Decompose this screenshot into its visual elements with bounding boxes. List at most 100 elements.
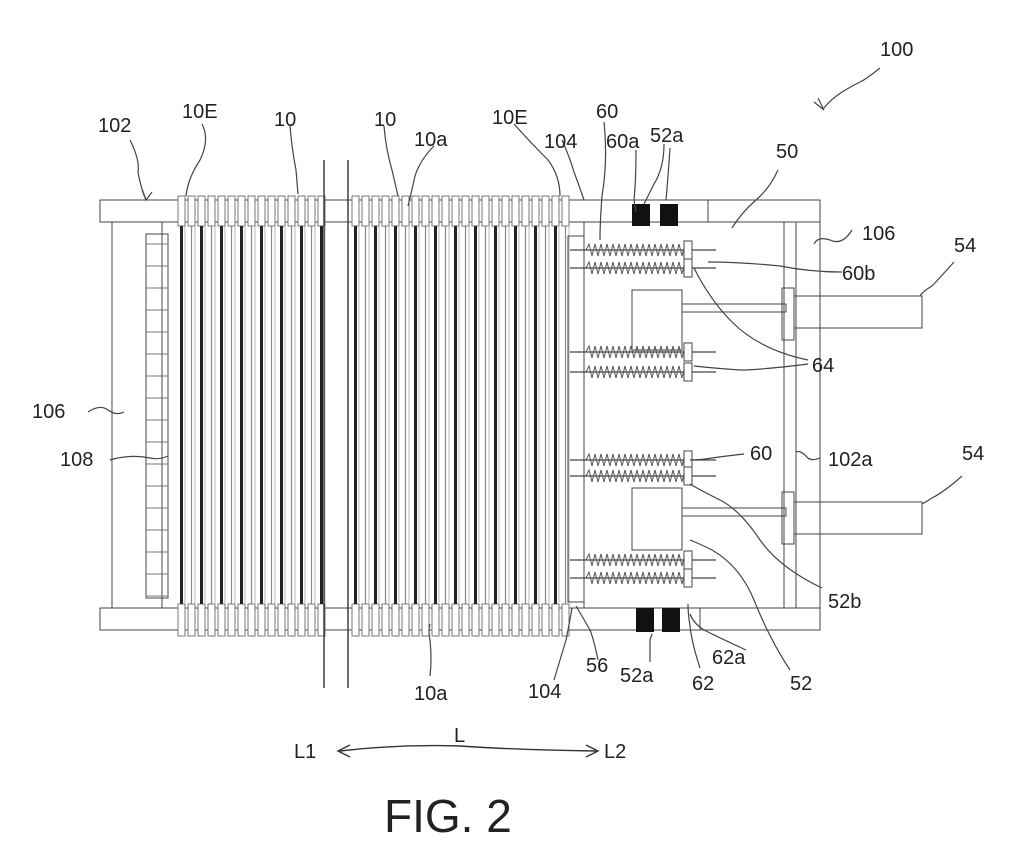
- cell-plate-top: [218, 196, 225, 226]
- cell-plate-bottom: [532, 604, 539, 636]
- label-106-top: 106: [862, 223, 895, 245]
- label-10a-top: 10a: [414, 129, 448, 151]
- spring-nut: [684, 551, 692, 569]
- cell-plate-bottom: [352, 604, 359, 636]
- cell-plate-bottom: [462, 604, 469, 636]
- cell-plate-top: [372, 196, 379, 226]
- cell-plate-bottom: [362, 604, 369, 636]
- cell-plate-top: [382, 196, 389, 226]
- pressure-plate-56: [568, 236, 584, 602]
- cell-plate-bottom: [552, 604, 559, 636]
- cell-plate-top: [198, 196, 205, 226]
- cell-plate-top: [512, 196, 519, 226]
- cell-plate-top: [532, 196, 539, 226]
- label-60a: 60a: [606, 131, 640, 153]
- label-104-top: 104: [544, 131, 577, 153]
- cell-plate-bottom: [308, 604, 315, 636]
- cell-plate-bottom: [502, 604, 509, 636]
- sensor-52a-bottom-1: [636, 608, 654, 632]
- cell-plate-bottom: [442, 604, 449, 636]
- reference-labels: 100 102 10E 10 10 10a 10E 104 60 60a 52a…: [32, 39, 984, 763]
- cell-plate-top: [452, 196, 459, 226]
- cell-plate-bottom: [218, 604, 225, 636]
- cell-plate-top: [502, 196, 509, 226]
- cell-plate-bottom: [492, 604, 499, 636]
- cell-plate-top: [228, 196, 235, 226]
- label-54-top: 54: [954, 235, 976, 257]
- cell-plate-bottom: [392, 604, 399, 636]
- springs-60: [570, 241, 716, 587]
- cell-plate-bottom: [278, 604, 285, 636]
- spring-nut: [684, 569, 692, 587]
- label-L: L: [454, 725, 465, 747]
- cell-plate-bottom: [288, 604, 295, 636]
- cell-plate-top: [308, 196, 315, 226]
- label-10-right: 10: [374, 109, 396, 131]
- label-54-mid: 54: [962, 443, 984, 465]
- cell-plate-bottom: [178, 604, 185, 636]
- cell-plate-bottom: [372, 604, 379, 636]
- cell-plate-bottom: [522, 604, 529, 636]
- label-106-left: 106: [32, 401, 65, 423]
- cell-plate-top: [522, 196, 529, 226]
- label-60b: 60b: [842, 263, 875, 285]
- label-104-bottom: 104: [528, 681, 561, 703]
- spring-nut: [684, 259, 692, 277]
- label-10-left: 10: [274, 109, 296, 131]
- label-100: 100: [880, 39, 913, 61]
- label-64: 64: [812, 355, 834, 377]
- spring-nut: [684, 363, 692, 381]
- cell-plate-top: [392, 196, 399, 226]
- cell-plate-top: [432, 196, 439, 226]
- cell-plate-top: [552, 196, 559, 226]
- cell-plate-bottom: [298, 604, 305, 636]
- cell-plate-bottom: [208, 604, 215, 636]
- case-50: [584, 222, 820, 608]
- label-62: 62: [692, 673, 714, 695]
- cell-plate-bottom: [258, 604, 265, 636]
- label-52a-bottom: 52a: [620, 665, 654, 687]
- cell-plate-top: [462, 196, 469, 226]
- cell-plate-top: [288, 196, 295, 226]
- cell-stack-right: [352, 196, 569, 636]
- label-102a: 102a: [828, 449, 873, 471]
- cell-plate-bottom: [432, 604, 439, 636]
- cell-plate-top: [278, 196, 285, 226]
- cell-plate-bottom: [238, 604, 245, 636]
- actuator-54-upper: [682, 288, 922, 340]
- cell-stack-left: [178, 196, 325, 636]
- label-60-top: 60: [596, 101, 618, 123]
- label-L1: L1: [294, 741, 316, 763]
- label-50: 50: [776, 141, 798, 163]
- sensor-52a-bottom-2: [662, 608, 680, 632]
- cell-plate-bottom: [512, 604, 519, 636]
- label-10a-bottom: 10a: [414, 683, 448, 705]
- left-end-plate-106: [112, 222, 168, 608]
- inner-block-upper: [632, 290, 682, 350]
- cell-plate-bottom: [382, 604, 389, 636]
- cell-plate-bottom: [472, 604, 479, 636]
- cell-plate-top: [492, 196, 499, 226]
- cell-plate-top: [208, 196, 215, 226]
- cell-plate-bottom: [482, 604, 489, 636]
- spring-nut: [684, 467, 692, 485]
- cell-plate-top: [248, 196, 255, 226]
- cell-plate-top: [422, 196, 429, 226]
- cell-plate-top: [268, 196, 275, 226]
- figure-caption: FIG. 2: [384, 790, 512, 842]
- cell-plate-bottom: [228, 604, 235, 636]
- label-52b: 52b: [828, 591, 861, 613]
- cell-plate-top: [542, 196, 549, 226]
- cell-plate-top: [472, 196, 479, 226]
- cell-plate-bottom: [188, 604, 195, 636]
- cell-plate-bottom: [452, 604, 459, 636]
- cell-plate-top: [562, 196, 569, 226]
- direction-arrow-L: [338, 745, 598, 757]
- sensor-52a-top-2: [660, 204, 678, 226]
- actuator-54-lower: [682, 492, 922, 544]
- label-60-mid: 60: [750, 443, 772, 465]
- cell-plate-top: [178, 196, 185, 226]
- cell-plate-top: [402, 196, 409, 226]
- label-62a: 62a: [712, 647, 746, 669]
